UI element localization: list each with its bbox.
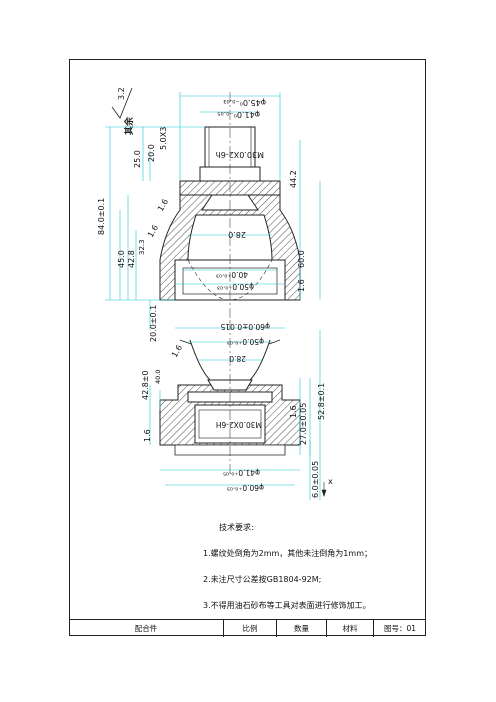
- dim-chamfer: 5.0X3: [159, 127, 168, 150]
- title-block: 配合件 比例 数量 材料 图号：01: [69, 619, 426, 637]
- dimension-lines-top: [105, 92, 321, 330]
- dim-r16e: 1.6: [289, 405, 298, 418]
- dim-h44: 44.2: [289, 170, 298, 188]
- dim-ang60: 60.0: [297, 250, 306, 268]
- dim-l45: 45.0: [117, 250, 126, 268]
- title-block-material: 材料: [327, 620, 374, 637]
- dim-l20: 20.0: [147, 144, 156, 162]
- drawing-frame: [69, 59, 426, 636]
- dim-l528: 52.8±0.1: [317, 383, 326, 420]
- title-block-qty: 数量: [277, 620, 327, 637]
- dim-l27: 27.0±0.05: [299, 403, 308, 445]
- dim-l6: 6.0±0.05: [311, 461, 320, 498]
- dim-thread2: M30.0X2-6H: [216, 420, 262, 429]
- title-block-scale: 比例: [224, 620, 277, 637]
- dim-d40: 40.0⁺⁰·⁰³: [216, 270, 248, 279]
- dim-r16b: 1.6: [146, 223, 160, 239]
- roughness-note: 其余: [123, 116, 135, 135]
- dim-r16d: 1.6: [143, 429, 152, 442]
- roughness-symbol: [111, 87, 133, 119]
- notes-title: 技术要求:: [219, 523, 254, 532]
- axis-label: x: [328, 477, 333, 486]
- dim-thread: M30.0X2-6h: [216, 150, 264, 159]
- dim-d60b: φ60.0⁺⁰·⁰³: [227, 483, 264, 492]
- note-3: 3.不得用油石砂布等工具对表面进行修饰加工。: [203, 601, 371, 610]
- dim-r16a: 1.6: [156, 197, 170, 213]
- dim-l323: 32.3: [138, 239, 146, 255]
- roughness-value: 3.2: [117, 87, 126, 100]
- dim-d60: φ60.0±0.015: [220, 322, 270, 331]
- dimension-lines-bottom: [149, 327, 321, 500]
- dim-l428b: 42.8±0: [141, 370, 150, 400]
- note-1: 1.螺纹处倒角为2mm，其他未注倒角为1mm；: [203, 549, 372, 558]
- dim-d50: φ50.0⁺⁰·⁰³: [217, 282, 254, 291]
- top-part: [159, 126, 301, 301]
- dim-d45: φ45.0⁰₋₀.₀₃: [223, 98, 266, 107]
- dim-l84: 84.0±0.1: [97, 198, 106, 235]
- title-block-name: 配合件: [69, 620, 224, 637]
- dim-l428: 42.8: [127, 250, 136, 268]
- dim-d41b: φ41.0⁺⁰·⁰⁵: [223, 468, 260, 477]
- dim-r16c: 1.6: [170, 343, 184, 359]
- dim-d41: φ41.0⁰₋₀.₀₅: [217, 110, 260, 119]
- dim-d40b: 40.0: [154, 370, 162, 384]
- dim-l25: 25.0: [133, 150, 142, 168]
- dim-r160a: 1.6: [297, 279, 306, 292]
- note-2: 2.未注尺寸公差按GB1804-92M;: [203, 575, 322, 584]
- dim-d50b: φ50.0⁺⁰·⁰³: [227, 337, 264, 346]
- dim-l20b: 20.0±0.1: [149, 305, 158, 342]
- axis-arrow: [321, 482, 327, 497]
- title-block-drawing-no: 图号：01: [383, 624, 417, 633]
- dim-d28b: 28.0: [229, 354, 246, 363]
- dim-d28: 28.0: [228, 230, 246, 239]
